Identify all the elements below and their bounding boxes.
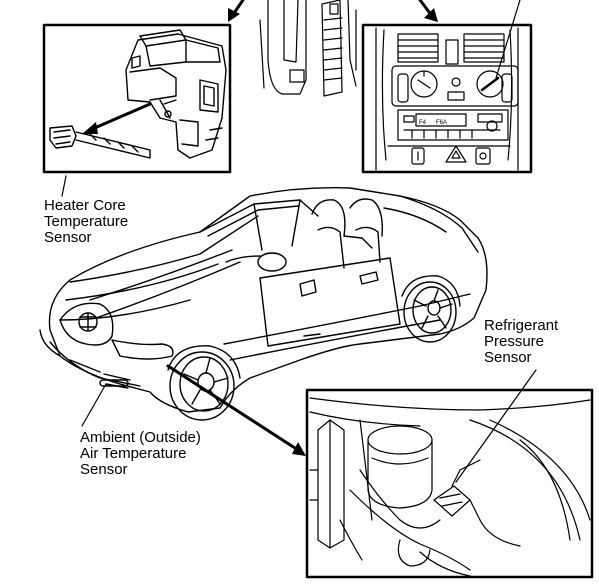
- label-line: Sensor: [484, 350, 558, 366]
- label-line: Sensor: [80, 462, 201, 478]
- refrigerant-pressure-sensor-label: Refrigerant Pressure Sensor: [484, 318, 558, 366]
- heater-box-drawing: [126, 30, 226, 158]
- arrow-head-icon: [228, 8, 240, 22]
- heater-inset-frame: [44, 25, 230, 172]
- engine-bay-inset-frame: [307, 390, 592, 577]
- label-line: Ambient (Outside): [80, 430, 201, 446]
- dash-label-slot-2: F6A: [436, 120, 447, 126]
- dashboard-drawing: [376, 28, 518, 170]
- label-line: Temperature: [44, 214, 128, 230]
- heater-core-sensor-icon: [50, 126, 150, 158]
- heater-core-temperature-sensor-label: Heater Core Temperature Sensor: [44, 198, 128, 246]
- arrow-head-icon: [82, 122, 98, 134]
- dash-label-slot-1: F4: [419, 120, 427, 126]
- label-line: Pressure: [484, 334, 558, 350]
- heater-core-inset: [44, 25, 230, 172]
- ambient-air-temperature-sensor-label: Ambient (Outside) Air Temperature Sensor: [80, 430, 201, 478]
- front-wheel-drawing: [168, 346, 240, 420]
- engine-bay-drawing: [310, 398, 590, 576]
- rear-wheel-drawing: [402, 276, 460, 342]
- label-line: Air Temperature: [80, 446, 201, 462]
- label-line: Sensor: [44, 230, 128, 246]
- label-line: Heater Core: [44, 198, 128, 214]
- label-line: Refrigerant: [484, 318, 558, 334]
- center-console-drawing: [260, 0, 356, 96]
- engine-bay-inset: [307, 390, 592, 577]
